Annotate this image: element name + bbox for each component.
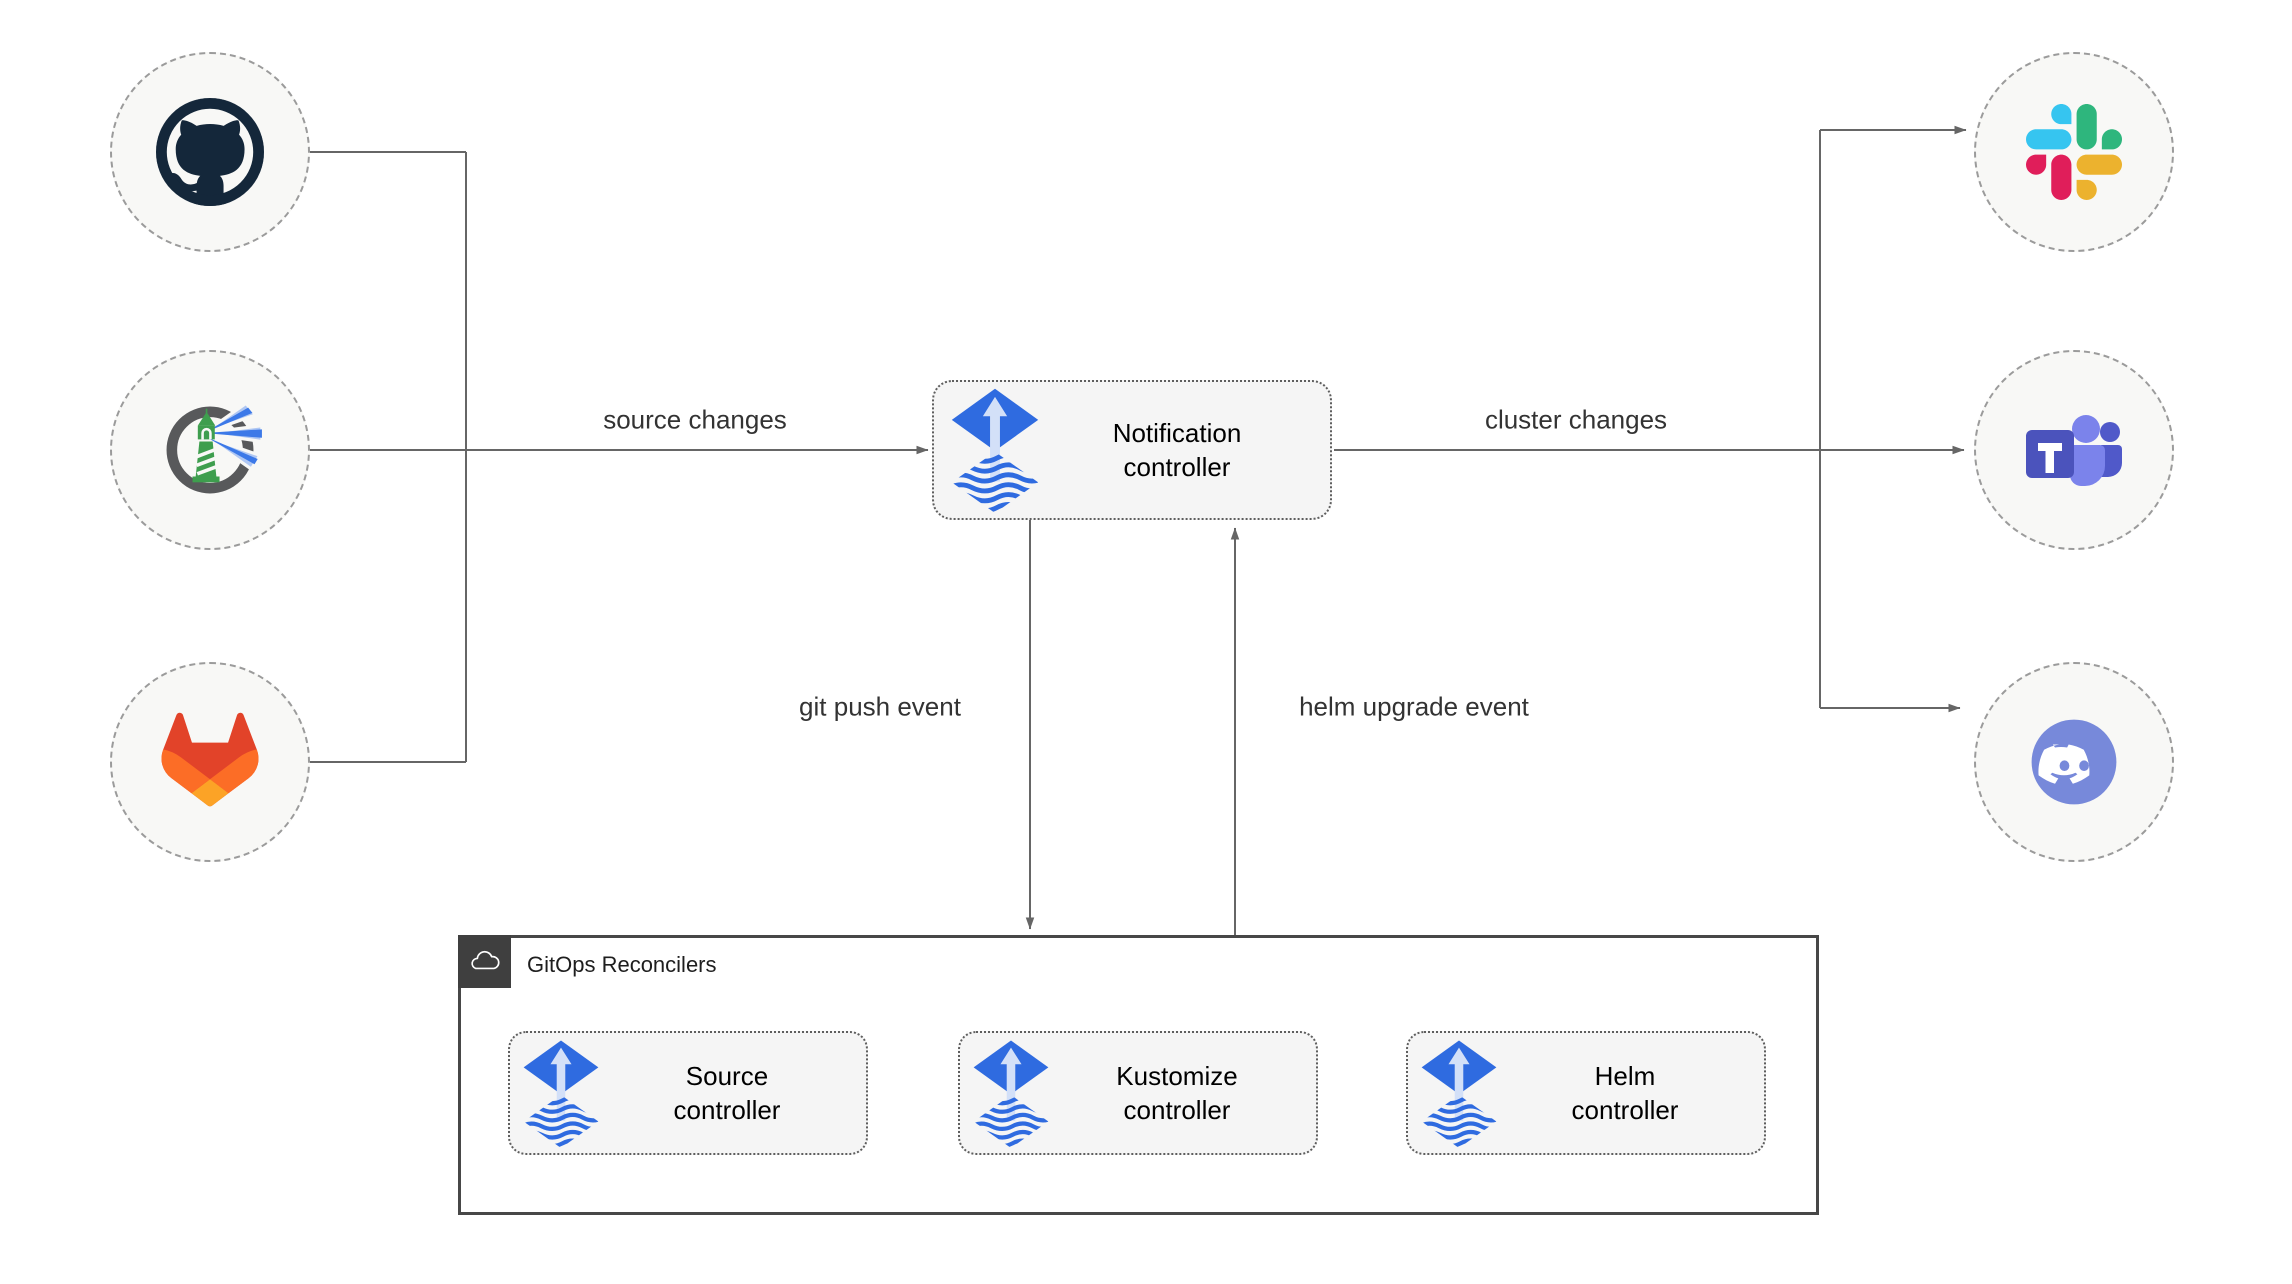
gitops-badge: [458, 935, 511, 988]
helm-controller-label: Helm controller: [1571, 1061, 1679, 1125]
helm-controller-node: Helm controller: [1406, 1031, 1766, 1155]
harbor-icon: [166, 401, 263, 494]
flux-icon: [523, 1040, 599, 1148]
teams-icon: [2026, 415, 2122, 486]
gitops-title: GitOps Reconcilers: [527, 952, 717, 977]
flux-icon: [951, 388, 1039, 513]
target-node-discord: [1974, 662, 2174, 862]
gitops-reconcilers-container: GitOps Reconcilers Source controller: [458, 935, 1819, 1215]
edge-label-git-push-event: git push event: [795, 691, 965, 723]
source-controller-label: Source controller: [673, 1061, 781, 1125]
notification-controller-node: Notification controller: [932, 380, 1332, 520]
source-node-harbor: [110, 350, 310, 550]
flux-icon: [1421, 1040, 1497, 1148]
discord-icon: [2031, 719, 2117, 805]
slack-icon: [2026, 104, 2122, 200]
gitlab-icon: [161, 712, 259, 807]
edge-label-cluster-changes: cluster changes: [1480, 404, 1672, 436]
target-node-teams: [1974, 350, 2174, 550]
edge-label-source-changes: source changes: [599, 404, 791, 436]
kustomize-controller-label: Kustomize controller: [1116, 1061, 1238, 1125]
notification-controller-label: Notification controller: [1112, 418, 1242, 482]
cloud-icon: [470, 950, 500, 969]
source-node-gitlab: [110, 662, 310, 862]
source-controller-node: Source controller: [508, 1031, 868, 1155]
kustomize-controller-node: Kustomize controller: [958, 1031, 1318, 1155]
edge-label-helm-upgrade-event: helm upgrade event: [1295, 691, 1533, 723]
github-icon: [156, 98, 264, 206]
target-node-slack: [1974, 52, 2174, 252]
flux-icon: [973, 1040, 1049, 1148]
source-node-github: [110, 52, 310, 252]
